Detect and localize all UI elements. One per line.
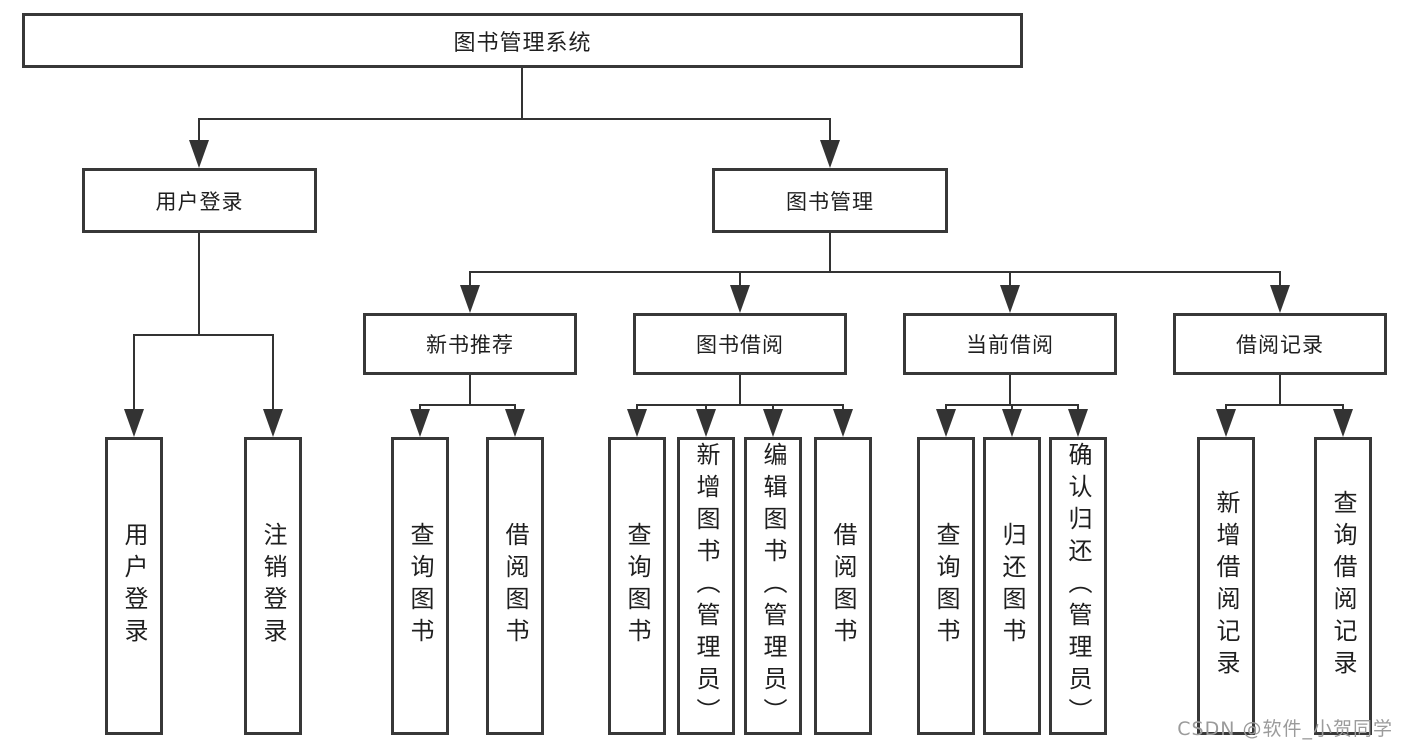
leaf-label: 确认归还（管理员） [1064,442,1092,730]
arrow-down-icon [1068,409,1088,437]
node-label: 图书管理系统 [453,30,592,56]
leaf-label: 查询图书 [623,522,651,650]
leaf-label: 编辑图书（管理员） [759,442,787,730]
connector-leaf-drop [1342,405,1344,412]
arrow-down-icon [189,140,209,168]
connector-book-mgmt-stem [829,233,831,273]
node-label: 新书推荐 [426,333,514,357]
connector-user-login-stem [198,233,200,336]
node-book-borrowing: 图书借阅 [633,313,847,375]
connector-level3-drop [1009,272,1011,287]
connector-leaf-drop [419,405,421,412]
node-new-book-recommendation: 新书推荐 [363,313,577,375]
connector-level3-drop [1279,272,1281,287]
connector-level3-drop [739,272,741,287]
node-library-management-system: 图书管理系统 [22,13,1023,68]
arrow-down-icon [763,409,783,437]
arrow-down-icon [627,409,647,437]
leaf-edit-book-admin: 编辑图书（管理员） [744,437,802,735]
leaf-label: 注销登录 [259,522,287,650]
leaf-borrow-books-recommend: 借阅图书 [486,437,544,735]
arrow-down-icon [1002,409,1022,437]
connector-user-login-drop [198,119,200,143]
connector-leaf-drop [842,405,844,412]
arrow-down-icon [505,409,525,437]
leaf-add-book-admin: 新增图书（管理员） [677,437,735,735]
connector-leaf-drop [1011,405,1013,412]
connector-leaf-drop [1225,405,1227,412]
connector-leaf-drop [636,405,638,412]
arrow-down-icon [1270,285,1290,313]
csdn-watermark: CSDN @软件_小贺同学 [1177,718,1393,740]
node-label: 当前借阅 [966,333,1054,357]
node-label: 借阅记录 [1236,333,1324,357]
node-book-management: 图书管理 [712,168,948,233]
connector-leaf-drop [705,405,707,412]
node-label: 图书管理 [786,189,874,214]
connector-borrowing-rail [636,404,844,406]
leaf-query-borrow-record: 查询借阅记录 [1314,437,1372,735]
arrow-down-icon [936,409,956,437]
leaf-label: 查询图书 [406,522,434,650]
leaf-confirm-return-admin: 确认归还（管理员） [1049,437,1107,735]
leaf-label: 查询借阅记录 [1329,490,1357,682]
leaf-logout: 注销登录 [244,437,302,735]
connector-leaf-drop [514,405,516,412]
arrow-down-icon [1333,409,1353,437]
leaf-query-books-borrowing: 查询图书 [608,437,666,735]
leaf-query-books-recommend: 查询图书 [391,437,449,735]
connector-book-mgmt-drop [829,119,831,143]
leaf-label: 查询图书 [932,522,960,650]
leaf-user-login: 用户登录 [105,437,163,735]
leaf-label: 归还图书 [998,522,1026,650]
node-user-login: 用户登录 [82,168,317,233]
arrow-down-icon [696,409,716,437]
connector-records-stem [1279,375,1281,406]
leaf-query-books-current: 查询图书 [917,437,975,735]
leaf-add-borrow-record: 新增借阅记录 [1197,437,1255,735]
connector-level3-drop [469,272,471,287]
arrow-down-icon [833,409,853,437]
arrow-down-icon [410,409,430,437]
arrow-down-icon [1216,409,1236,437]
leaf-return-books: 归还图书 [983,437,1041,735]
connector-leaf-drop [1077,405,1079,412]
leaf-label: 用户登录 [120,522,148,650]
connector-leaf-drop [272,335,274,411]
connector-leaf-drop [133,335,135,411]
connector-leaf-drop [772,405,774,412]
connector-current-stem [1009,375,1011,406]
arrow-down-icon [460,285,480,313]
connector-recommend-rail [419,404,516,406]
arrow-down-icon [820,140,840,168]
connector-leaf-drop [945,405,947,412]
connector-root-stem [521,68,523,119]
node-borrowing-records: 借阅记录 [1173,313,1387,375]
arrow-down-icon [124,409,144,437]
arrow-down-icon [730,285,750,313]
node-current-borrowing: 当前借阅 [903,313,1117,375]
arrow-down-icon [1000,285,1020,313]
leaf-label: 新增借阅记录 [1212,490,1240,682]
leaf-label: 借阅图书 [829,522,857,650]
connector-level2-rail [198,118,831,120]
leaf-label: 新增图书（管理员） [692,442,720,730]
node-label: 用户登录 [155,189,244,214]
connector-records-rail [1225,404,1344,406]
connector-recommend-stem [469,375,471,406]
connector-level3-rail [469,271,1281,273]
connector-user-login-rail [133,334,274,336]
connector-borrowing-stem [739,375,741,406]
node-label: 图书借阅 [696,333,784,357]
leaf-label: 借阅图书 [501,522,529,650]
leaf-borrow-books-borrowing: 借阅图书 [814,437,872,735]
arrow-down-icon [263,409,283,437]
